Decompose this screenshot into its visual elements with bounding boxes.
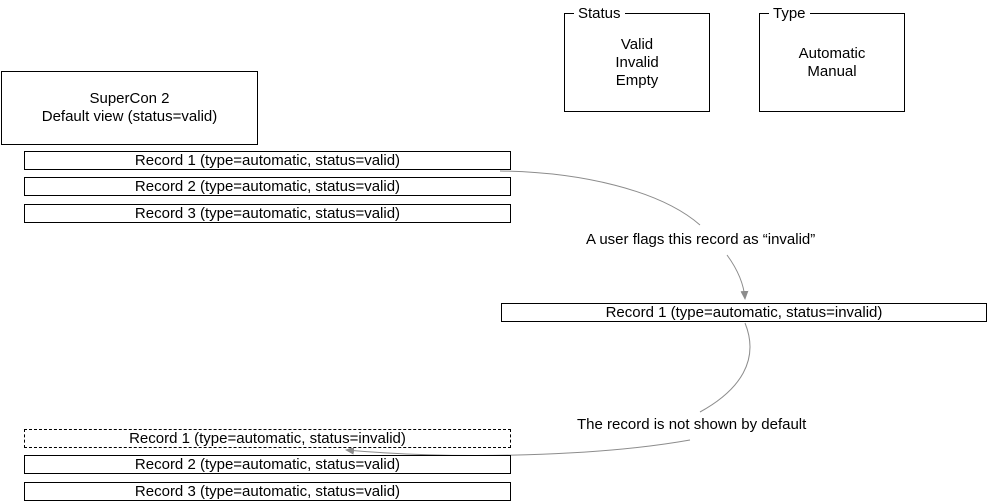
edge-hidden-arrow-tail [345, 439, 691, 456]
type-legend-items: Automatic Manual [760, 45, 904, 81]
view-title: SuperCon 2 [89, 90, 170, 107]
status-item-valid: Valid [620, 36, 654, 53]
type-item-automatic: Automatic [798, 45, 866, 62]
top-record-3: Record 3 (type=automatic, status=valid) [24, 204, 511, 223]
type-item-manual: Manual [807, 63, 857, 80]
status-item-empty: Empty [615, 72, 659, 89]
status-legend-items: Valid Invalid Empty [565, 36, 709, 90]
edge-hidden-arrow [699, 322, 751, 413]
edge-flag-arrow-tail [726, 254, 749, 300]
type-legend-title: Type [769, 5, 810, 22]
edge-flag-arrow [499, 170, 701, 226]
bottom-record-2: Record 2 (type=automatic, status=valid) [24, 455, 511, 474]
top-record-1: Record 1 (type=automatic, status=valid) [24, 151, 511, 170]
bottom-record-3: Record 3 (type=automatic, status=valid) [24, 482, 511, 501]
view-subtitle: Default view (status=valid) [41, 108, 218, 125]
edge-label-flag: A user flags this record as “invalid” [584, 231, 818, 249]
top-record-2: Record 2 (type=automatic, status=valid) [24, 177, 511, 196]
edge-label-hidden: The record is not shown by default [575, 416, 809, 434]
status-legend-title: Status [574, 5, 625, 22]
type-legend: Type Automatic Manual [759, 5, 905, 112]
bottom-record-1-hidden: Record 1 (type=automatic, status=invalid… [24, 429, 511, 448]
status-item-invalid: Invalid [615, 54, 659, 71]
status-legend: Status Valid Invalid Empty [564, 5, 710, 112]
default-view-box: SuperCon 2 Default view (status=valid) [1, 71, 258, 145]
flagged-record: Record 1 (type=automatic, status=invalid… [501, 303, 987, 322]
